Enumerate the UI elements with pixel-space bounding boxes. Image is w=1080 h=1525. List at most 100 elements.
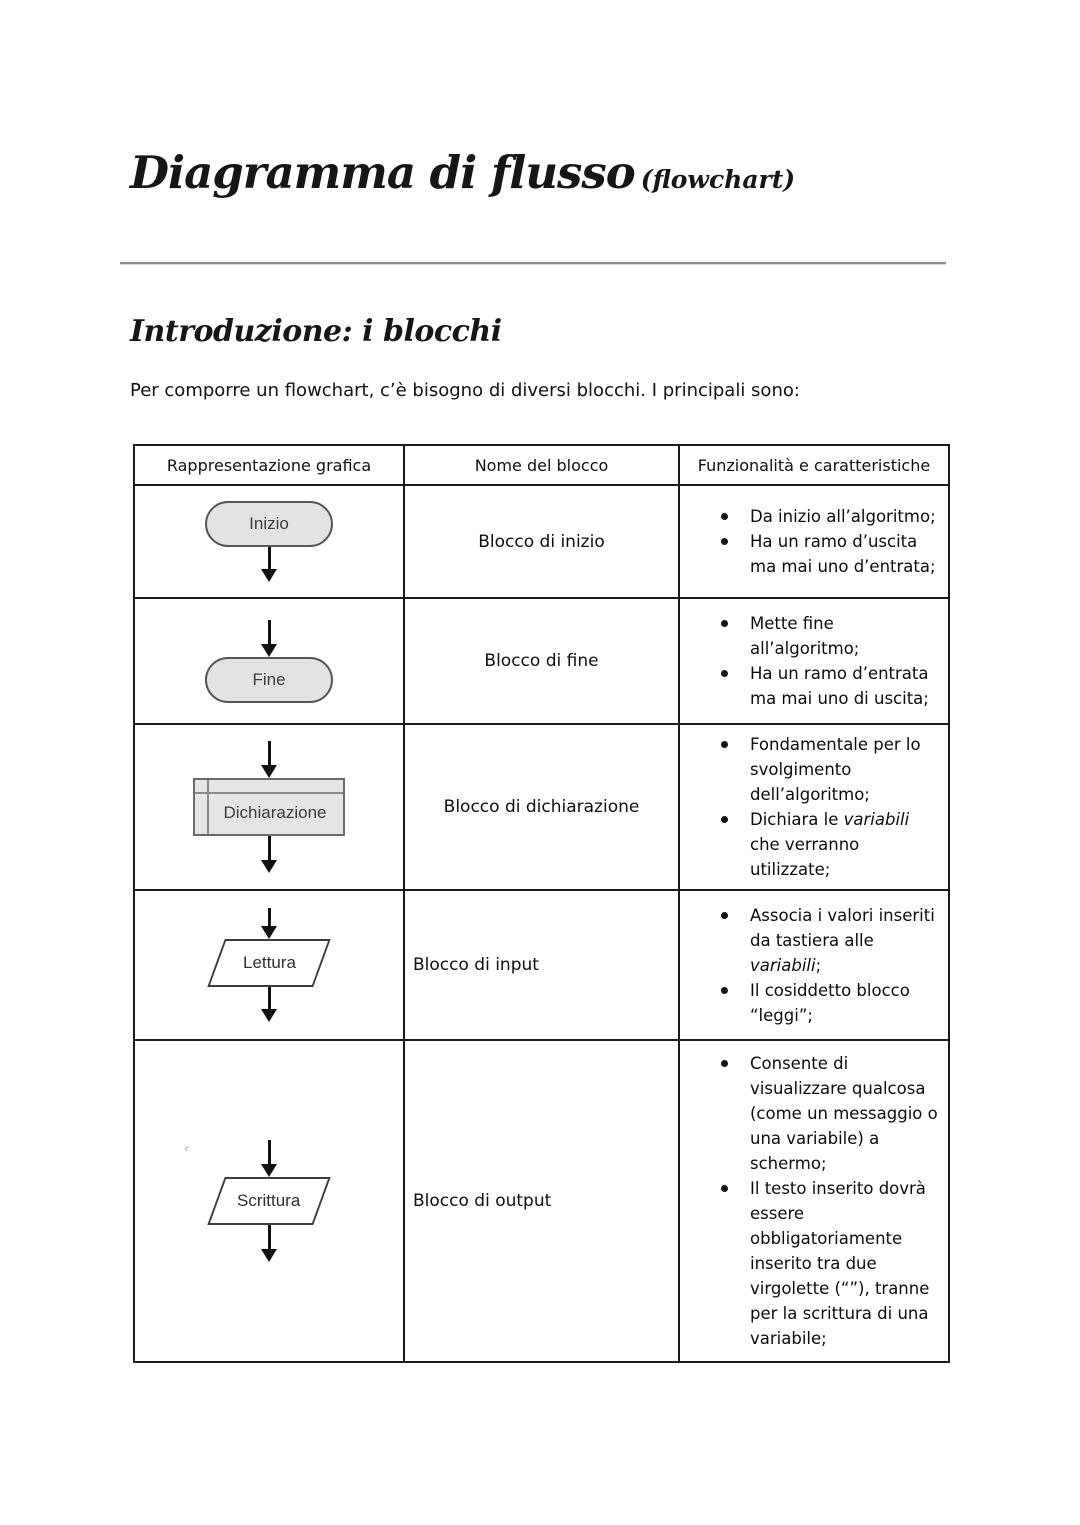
arrow-head (261, 1009, 277, 1022)
table-row-lettura: Lettura Blocco di input Associa i valori… (133, 889, 950, 1041)
arrow-stem (267, 619, 271, 644)
stray-mark: ᶜ (185, 1144, 190, 1157)
features-list: Associa i valori inseriti da tastiera al… (680, 903, 948, 1028)
feature-italic: variabili (750, 955, 816, 975)
section-heading: Introduzione: i blocchi (130, 314, 502, 349)
features-list: Consente di visualizzare qualcosa (come … (680, 1051, 948, 1351)
feature-text: Il cosiddetto blocco “leggi”; (750, 980, 910, 1025)
features-cell: Da inizio all’algoritmo; Ha un ramo d’us… (678, 484, 950, 599)
io-parallelogram-shape: Scrittura (207, 1177, 331, 1225)
arrow-head (261, 1249, 277, 1262)
arrow-stem (267, 741, 271, 765)
down-arrow-icon (261, 836, 277, 873)
feature-text: Ha un ramo d’uscita ma mai uno d’entrata… (750, 532, 936, 576)
feature-text: Consente di visualizzare qualcosa (come … (750, 1054, 938, 1173)
flowchart-dichiarazione: Dichiarazione (135, 741, 403, 873)
feature-text: Dichiara le (750, 810, 844, 829)
features-list: Da inizio all’algoritmo; Ha un ramo d’us… (680, 504, 948, 579)
terminator-end-shape: Fine (205, 656, 333, 703)
declaration-left-line (207, 780, 209, 834)
block-name: Blocco di dichiarazione (403, 723, 680, 891)
header-representation: Rappresentazione grafica (133, 444, 405, 486)
shape-label: Scrittura (237, 1191, 301, 1210)
down-arrow-icon (261, 547, 277, 582)
shape-cell-lettura: Lettura (133, 889, 405, 1041)
arrow-head (261, 643, 277, 657)
blocks-table: Rappresentazione grafica Nome del blocco… (133, 444, 950, 1363)
io-parallelogram-shape: Lettura (207, 939, 331, 987)
feature-item: Associa i valori inseriti da tastiera al… (720, 903, 940, 978)
arrow-stem (267, 836, 271, 860)
block-name: Blocco di fine (403, 597, 680, 725)
flowchart-inizio: Inizio (135, 501, 403, 582)
page-title-text: Diagramma di flusso (130, 146, 636, 199)
terminator-start-shape: Inizio (205, 501, 333, 547)
feature-italic: variabili (843, 810, 910, 829)
features-cell: Consente di visualizzare qualcosa (come … (678, 1039, 950, 1363)
down-arrow-icon (261, 619, 277, 657)
block-name: Blocco di inizio (403, 484, 680, 599)
shape-label: Fine (252, 669, 286, 689)
table-header-row: Rappresentazione grafica Nome del blocco… (133, 444, 950, 486)
feature-item: Da inizio all’algoritmo; (720, 504, 940, 529)
down-arrow-icon (261, 1225, 277, 1262)
arrow-stem (267, 1225, 271, 1249)
header-block-name: Nome del blocco (403, 444, 680, 486)
table-row-scrittura: ᶜ Scrittura (133, 1039, 950, 1363)
table-row-fine: Fine Blocco di fine Mette fine all’algor… (133, 597, 950, 725)
shape-label: Lettura (242, 953, 296, 972)
declaration-top-line (195, 792, 343, 794)
down-arrow-icon (261, 741, 277, 778)
flowchart-lettura: Lettura (135, 908, 403, 1022)
flowchart-scrittura: Scrittura (135, 1140, 403, 1262)
header-features: Funzionalità e caratteristiche (678, 444, 950, 486)
intro-paragraph: Per comporre un flowchart, c’è bisogno d… (130, 380, 800, 401)
down-arrow-icon (261, 987, 277, 1022)
feature-item: Ha un ramo d’uscita ma mai uno d’entrata… (720, 529, 940, 579)
feature-text: Da inizio all’algoritmo; (750, 507, 936, 526)
shape-label: Dichiarazione (223, 803, 327, 822)
feature-item: Il testo inserito dovrà essere obbligato… (720, 1176, 940, 1351)
features-cell: Fondamentale per lo svolgimento dell’alg… (678, 723, 950, 891)
arrow-stem (267, 1140, 271, 1164)
feature-text: Fondamentale per lo svolgimento dell’alg… (750, 735, 921, 804)
feature-text: Ha un ramo d’entrata ma mai uno di uscit… (750, 664, 929, 708)
feature-item: Consente di visualizzare qualcosa (come … (720, 1051, 940, 1176)
feature-text: Il testo inserito dovrà essere obbligato… (750, 1179, 930, 1348)
features-list: Fondamentale per lo svolgimento dell’alg… (680, 732, 948, 882)
feature-item: Mette fine all’algoritmo; (720, 611, 940, 661)
page-title-suffix: (flowchart) (640, 165, 796, 194)
shape-cell-inizio: Inizio (133, 484, 405, 599)
feature-item: Dichiara le variabili che verranno utili… (720, 807, 940, 882)
arrow-stem (267, 987, 271, 1009)
features-cell: Mette fine all’algoritmo; Ha un ramo d’e… (678, 597, 950, 725)
arrow-head (261, 926, 277, 939)
down-arrow-icon (261, 908, 277, 939)
arrow-head (261, 765, 277, 778)
shape-cell-scrittura: ᶜ Scrittura (133, 1039, 405, 1363)
feature-text: che verranno utilizzate; (750, 835, 860, 879)
declaration-shape: Dichiarazione (193, 778, 345, 836)
feature-text: ; (815, 955, 822, 975)
flowchart-fine: Fine (135, 619, 403, 703)
feature-item: Fondamentale per lo svolgimento dell’alg… (720, 732, 940, 807)
feature-text: Associa i valori inseriti da tastiera al… (750, 905, 935, 950)
features-list: Mette fine all’algoritmo; Ha un ramo d’e… (680, 611, 948, 711)
features-cell: Associa i valori inseriti da tastiera al… (678, 889, 950, 1041)
table-row-inizio: Inizio Blocco di inizio Da inizio all’al… (133, 484, 950, 599)
arrow-head (261, 569, 277, 582)
shape-label: Inizio (249, 514, 289, 533)
shape-cell-dichiarazione: Dichiarazione (133, 723, 405, 891)
arrow-stem (267, 908, 271, 926)
feature-item: Il cosiddetto blocco “leggi”; (720, 978, 940, 1028)
arrow-head (261, 1164, 277, 1177)
page-title: Diagramma di flusso(flowchart) (130, 146, 795, 199)
block-name: Blocco di input (403, 889, 680, 1041)
feature-item: Ha un ramo d’entrata ma mai uno di uscit… (720, 661, 940, 711)
table-row-dichiarazione: Dichiarazione Blocco di dichiarazione Fo… (133, 723, 950, 891)
horizontal-divider (120, 262, 946, 265)
block-name: Blocco di output (403, 1039, 680, 1363)
feature-text: Mette fine all’algoritmo; (750, 614, 860, 658)
arrow-stem (267, 547, 271, 569)
